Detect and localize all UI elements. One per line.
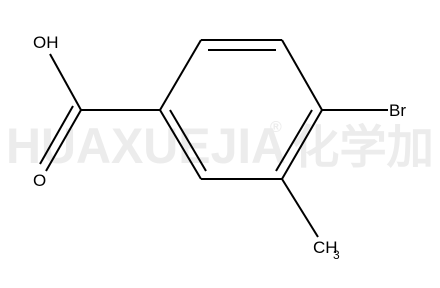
atom-labels: OH O Br CH 3 [33, 33, 406, 262]
watermark: HUAXUEJIA ® 化学加 [6, 118, 434, 174]
methyl-subscript: 3 [333, 248, 340, 262]
ring-bond-c6-c1 [159, 109, 202, 180]
ring-bond-c3-c4 [281, 39, 323, 111]
bond-ring-to-methyl [281, 178, 319, 238]
ring-double-inner-left [169, 109, 207, 172]
ring-bond-c4-c5 [281, 109, 323, 180]
bond-carbonyl-outer [45, 109, 82, 172]
bond-carboxyl-to-hydroxyl [49, 53, 82, 111]
carbonyl-oxygen-label: O [33, 171, 46, 190]
watermark-cjk: 化学加 [292, 120, 434, 174]
bonds [39, 39, 388, 238]
bond-carbonyl-inner [39, 105, 74, 165]
watermark-latin: HUAXUEJIA [6, 118, 286, 174]
watermark-registered: ® [270, 119, 282, 136]
methyl-label: CH [313, 238, 338, 257]
ring-bond-c1-c2 [159, 39, 202, 111]
hydroxyl-label: OH [33, 33, 59, 52]
bromine-label: Br [389, 101, 406, 120]
ring-double-inner-right [275, 109, 313, 172]
